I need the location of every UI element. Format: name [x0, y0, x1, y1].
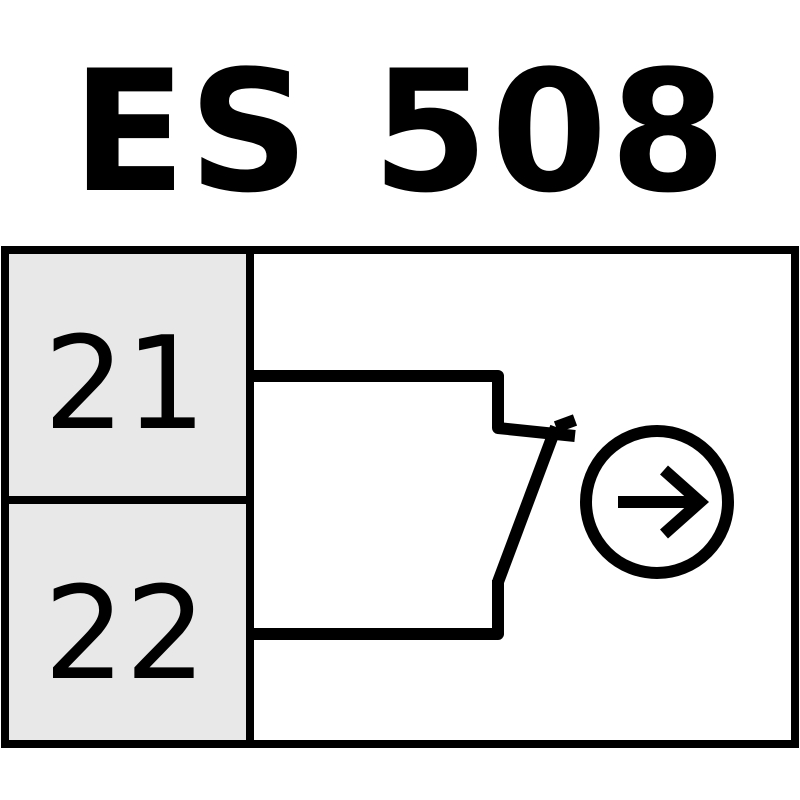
- terminal-label-21: 21: [44, 310, 207, 459]
- terminal-cell-22: [1, 496, 254, 748]
- terminal-label-22: 22: [44, 560, 207, 709]
- wire-22: [250, 580, 504, 640]
- wire-21: [250, 370, 576, 442]
- diagram-frame: [1, 246, 799, 748]
- actuator-circle: [580, 425, 734, 579]
- positive-opening-arrow-icon: [580, 425, 734, 579]
- device-title: ES 508: [71, 34, 729, 230]
- contact-tip: [553, 414, 578, 433]
- terminal-cell-21: [1, 246, 254, 504]
- normally-closed-contact-icon: [250, 370, 578, 640]
- contact-blade: [492, 424, 562, 585]
- arrow-head: [660, 465, 710, 539]
